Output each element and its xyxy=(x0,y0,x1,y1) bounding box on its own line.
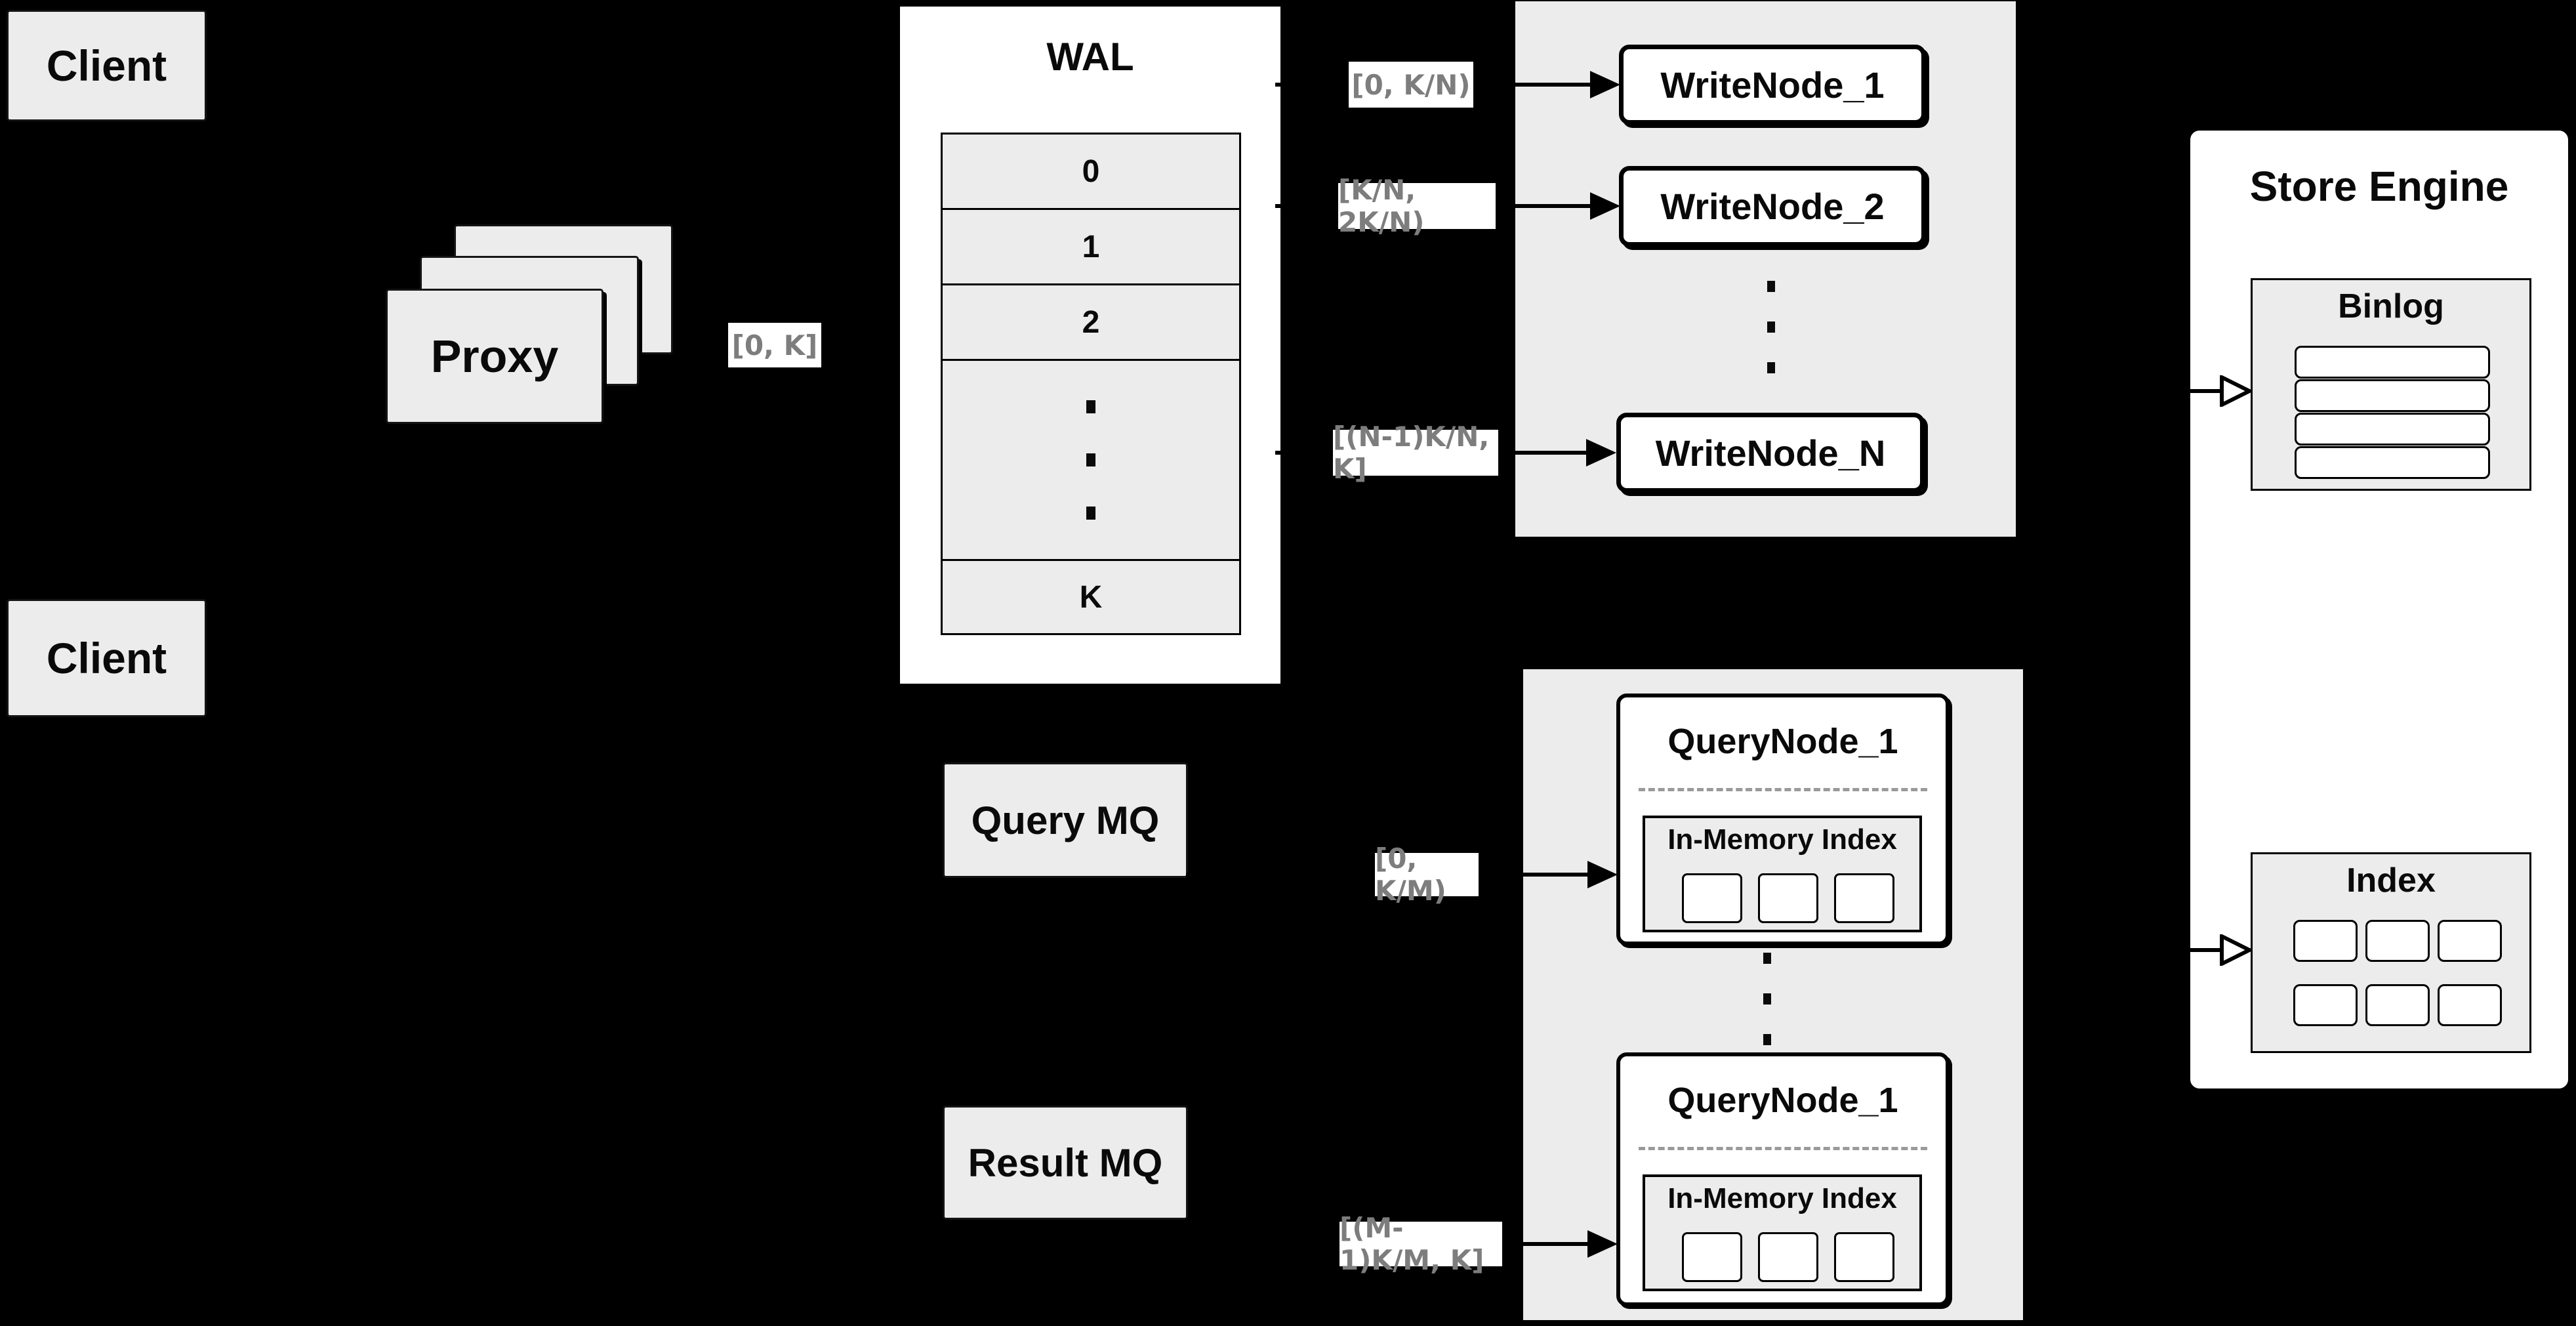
range-chip-proxy-out: [0, K] xyxy=(728,323,821,367)
index-segment-slot xyxy=(1834,873,1894,923)
wal-container: WAL 0 1 2 K xyxy=(897,4,1283,686)
index-title: Index xyxy=(2346,861,2436,900)
arrow-right-icon xyxy=(1587,1230,1618,1258)
range-chip-write-1-text: [0, K/N) xyxy=(1351,68,1471,101)
write-node-n-label: WriteNode_N xyxy=(1655,432,1886,474)
write-node-1-label: WriteNode_1 xyxy=(1660,64,1885,106)
wal-row-k-label: K xyxy=(1079,579,1103,615)
arrow-right-icon xyxy=(1587,861,1618,888)
index-slot xyxy=(2365,920,2430,962)
wal-row-0-label: 0 xyxy=(1082,154,1100,189)
ellipsis-dot-icon xyxy=(1763,1034,1771,1045)
ellipsis-dot-icon xyxy=(1767,321,1775,333)
client-top-label: Client xyxy=(46,41,167,90)
index-slot xyxy=(2293,920,2358,962)
ellipsis-dot-icon xyxy=(1086,400,1095,413)
store-engine-box: Store Engine Binlog Index xyxy=(2188,128,2571,1091)
range-chip-query-m-text: [(M-1)K/M, K] xyxy=(1339,1212,1484,1276)
binlog-row xyxy=(2295,346,2490,379)
range-chip-query-1-text: [0, K/M) xyxy=(1375,842,1446,907)
arrow-line xyxy=(2060,948,2222,952)
range-chip-write-2-text: [K/N, 2K/N) xyxy=(1338,174,1425,238)
ellipsis-dot-icon xyxy=(1086,453,1095,466)
result-mq-label: Result MQ xyxy=(968,1140,1163,1185)
store-engine-title: Store Engine xyxy=(2249,163,2509,210)
query-node-card-1: QueryNode_1 In-Memory Index xyxy=(1616,694,1950,945)
range-chip-write-n-text: [(N-1)K/N, K] xyxy=(1333,421,1490,485)
range-chip-write-2: [K/N, 2K/N) xyxy=(1338,174,1496,238)
ellipsis-dot-icon xyxy=(1763,993,1771,1005)
wal-row-1: 1 xyxy=(943,208,1239,283)
binlog-row xyxy=(2295,413,2490,445)
wal-row-ellipsis xyxy=(943,359,1239,559)
ellipsis-dot-icon xyxy=(1086,507,1095,520)
wal-title: WAL xyxy=(1046,35,1134,79)
in-memory-index-box: In-Memory Index xyxy=(1643,816,1922,932)
dashed-divider xyxy=(1639,788,1927,791)
arrow-right-icon xyxy=(1586,439,1616,466)
arrow-right-icon xyxy=(1590,192,1620,220)
binlog-row xyxy=(2295,379,2490,412)
index-slot xyxy=(2293,984,2358,1026)
wal-row-1-label: 1 xyxy=(1082,229,1100,264)
write-node-2-label: WriteNode_2 xyxy=(1660,186,1885,227)
range-chip-query-m: [(M-1)K/M, K] xyxy=(1339,1212,1502,1276)
index-segment-slot xyxy=(1758,1232,1818,1282)
in-memory-index-box: In-Memory Index xyxy=(1643,1174,1922,1291)
client-box-bottom: Client xyxy=(7,599,207,717)
query-node-2-title: QueryNode_1 xyxy=(1667,1081,1898,1120)
write-node-1: WriteNode_1 xyxy=(1619,45,1926,125)
proxy-box: Proxy xyxy=(386,289,603,424)
wal-row-k: K xyxy=(943,559,1239,633)
query-node-card-2: QueryNode_1 In-Memory Index xyxy=(1616,1052,1950,1306)
ellipsis-dot-icon xyxy=(1767,281,1775,292)
wal-segment-table: 0 1 2 K xyxy=(941,133,1241,635)
ellipsis-dot-icon xyxy=(1767,362,1775,373)
open-arrow-right-icon xyxy=(2220,934,2251,966)
client-bottom-label: Client xyxy=(46,634,167,682)
index-segment-slot xyxy=(1758,873,1818,923)
index-slot xyxy=(2438,920,2502,962)
binlog-title: Binlog xyxy=(2338,287,2444,325)
dashed-divider xyxy=(1639,1147,1927,1150)
client-box-top: Client xyxy=(7,10,207,121)
range-chip-proxy-out-text: [0, K] xyxy=(731,329,818,362)
result-mq-box: Result MQ xyxy=(943,1106,1188,1220)
index-segment-slot xyxy=(1682,873,1742,923)
index-segment-slot xyxy=(1682,1232,1742,1282)
write-node-2: WriteNode_2 xyxy=(1619,166,1926,247)
query-mq-box: Query MQ xyxy=(943,762,1188,878)
range-chip-write-n: [(N-1)K/N, K] xyxy=(1333,421,1498,485)
arrow-line xyxy=(2060,389,2222,393)
index-slot xyxy=(2438,984,2502,1026)
in-memory-index-title: In-Memory Index xyxy=(1667,823,1897,856)
index-slot xyxy=(2365,984,2430,1026)
range-chip-write-1: [0, K/N) xyxy=(1349,62,1473,108)
arrow-right-icon xyxy=(1590,71,1620,98)
binlog-box: Binlog xyxy=(2251,278,2531,491)
ellipsis-dot-icon xyxy=(1763,953,1771,964)
query-mq-label: Query MQ xyxy=(971,798,1160,842)
proxy-label: Proxy xyxy=(430,331,559,382)
write-node-n: WriteNode_N xyxy=(1616,413,1925,493)
wal-row-2-label: 2 xyxy=(1082,304,1100,340)
binlog-row xyxy=(2295,446,2490,479)
in-memory-index-title: In-Memory Index xyxy=(1667,1182,1897,1214)
open-arrow-right-icon xyxy=(2220,375,2251,407)
index-box: Index xyxy=(2251,852,2531,1053)
wal-row-0: 0 xyxy=(943,135,1239,208)
index-segment-slot xyxy=(1834,1232,1894,1282)
wal-row-2: 2 xyxy=(943,283,1239,359)
query-node-1-title: QueryNode_1 xyxy=(1667,722,1898,761)
range-chip-query-1: [0, K/M) xyxy=(1375,842,1479,907)
